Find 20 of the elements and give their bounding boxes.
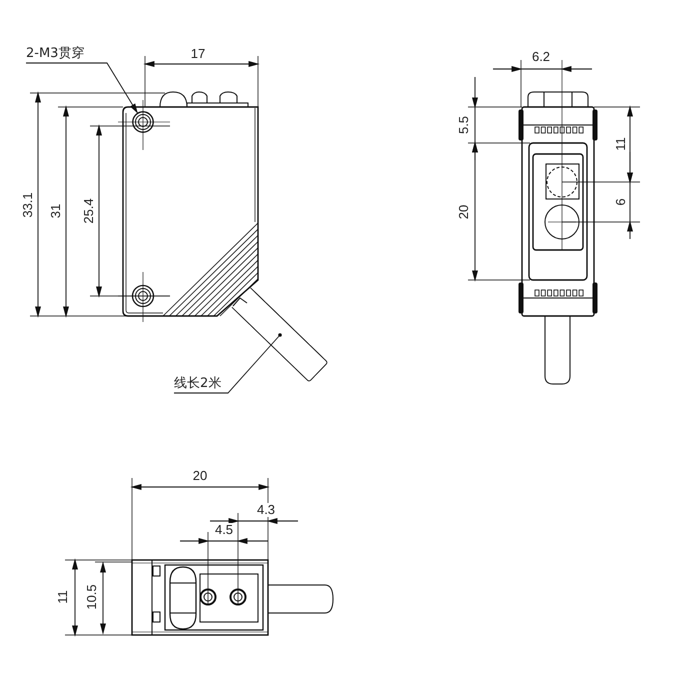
dimension-label: 33.1 [21, 191, 35, 219]
dimension-label: 11 [614, 136, 628, 152]
dimension-label: 5.5 [457, 114, 471, 136]
dimension-label: 4.3 [256, 503, 276, 517]
dimension-label: 31 [49, 202, 63, 220]
cable [231, 287, 329, 383]
dimension-label: 4.5 [214, 523, 234, 537]
dimension-label: 6 [614, 197, 628, 207]
leader-line [174, 333, 282, 394]
dimension-label: 20 [457, 204, 471, 220]
dimension-label: 6.2 [530, 50, 552, 64]
dimension-label: 17 [190, 47, 206, 61]
leader-line [26, 62, 138, 114]
dimension-label: 20 [192, 469, 208, 483]
dimension-label: 25.4 [82, 197, 96, 225]
callout-text: 线长2米 [174, 376, 222, 392]
dimension-label: 11 [56, 589, 70, 605]
callout-text: 2-M3贯穿 [26, 46, 84, 62]
mounting-hole [132, 111, 154, 133]
dimension-label: 10.5 [85, 583, 99, 611]
